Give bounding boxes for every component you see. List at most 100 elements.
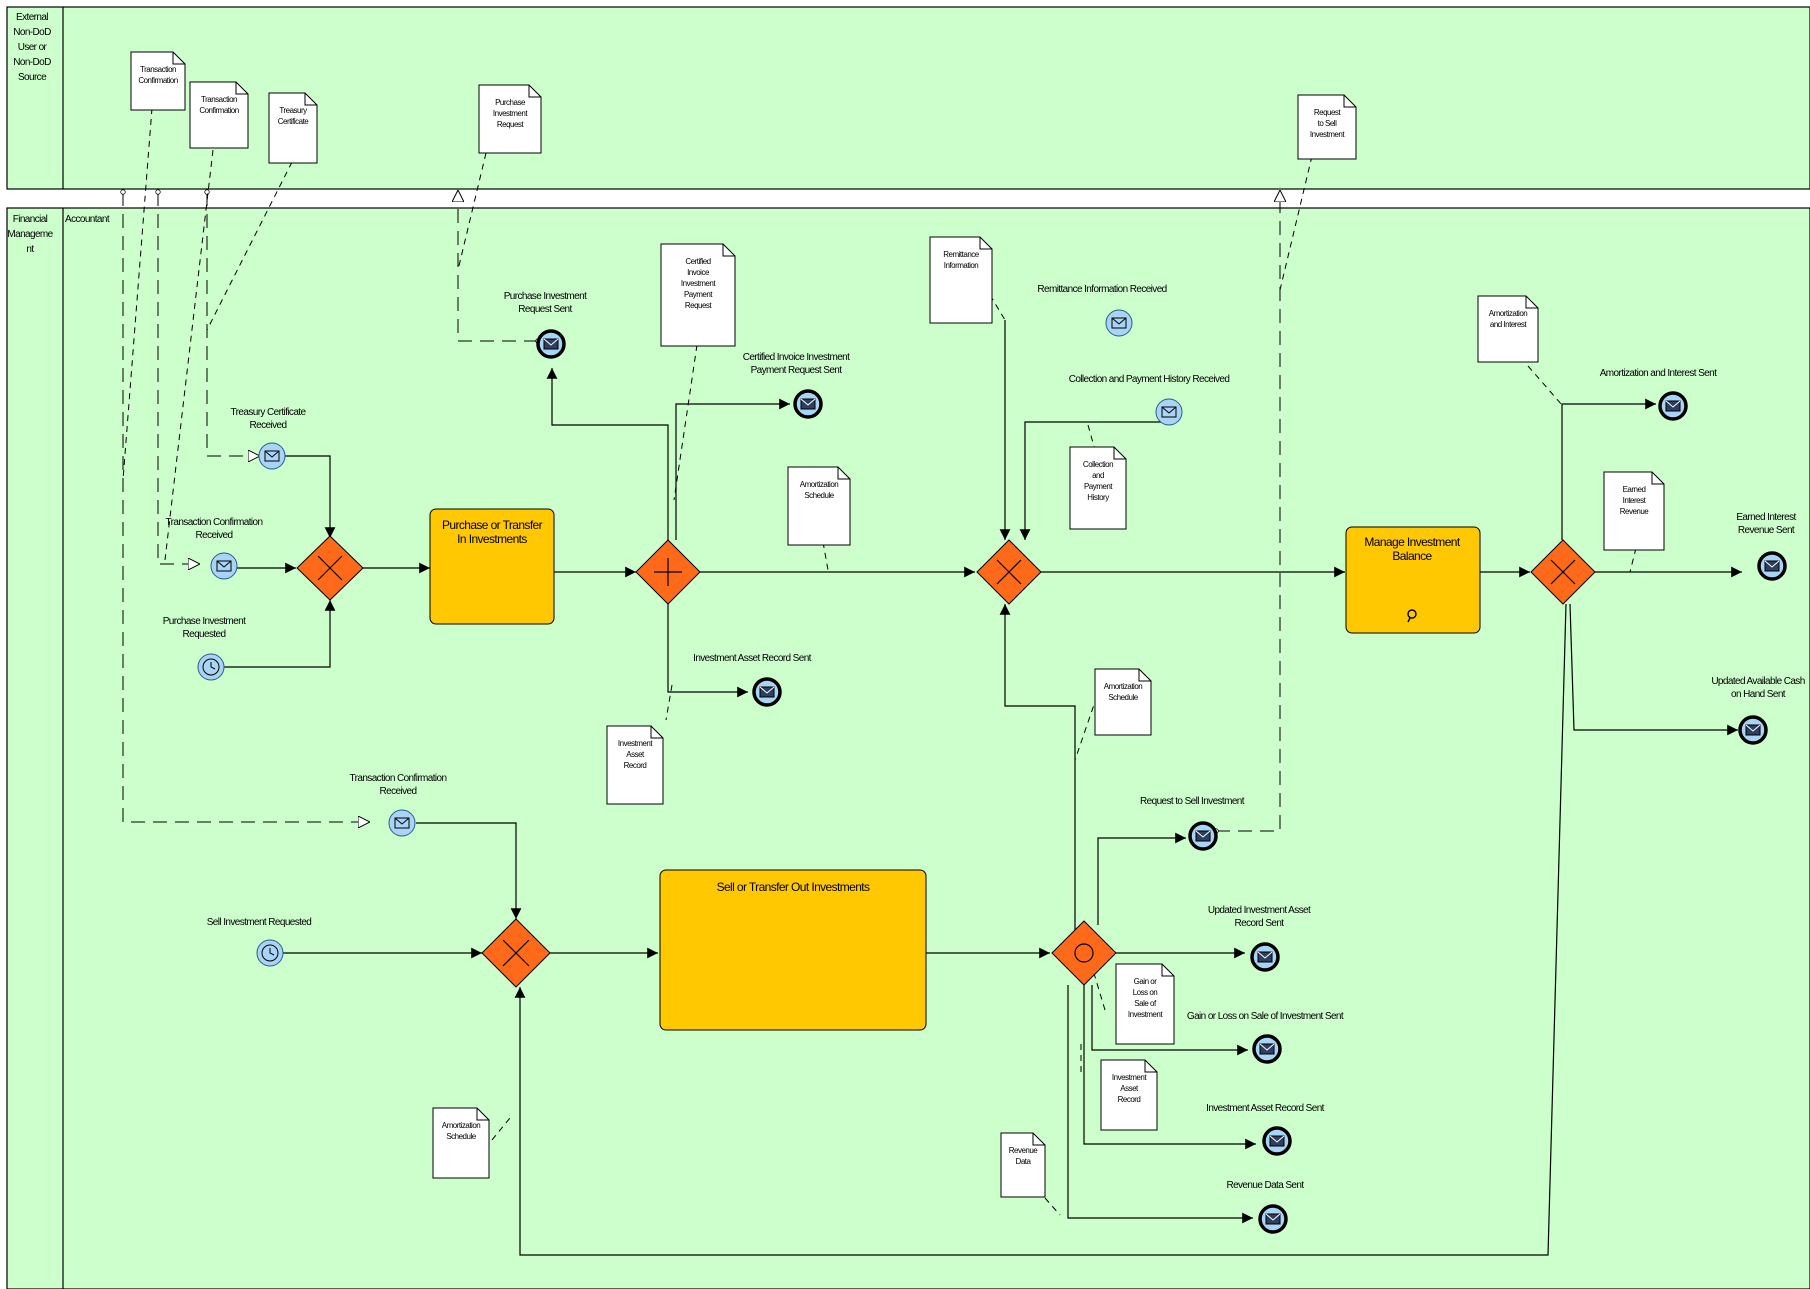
- investment-asset-record-sent-event-1[interactable]: [752, 677, 782, 707]
- event-label-revenue-data-sent: Revenue Data Sent: [1226, 1180, 1304, 1191]
- certified-invoice-payment-request-sent-event[interactable]: [793, 389, 823, 419]
- envelope-icon: [800, 398, 816, 410]
- envelope-icon: [1269, 1135, 1285, 1147]
- envelope-icon: [1665, 400, 1681, 412]
- accountant-lane-label: Accountant: [65, 214, 110, 225]
- envelope-icon: [1764, 560, 1780, 572]
- envelope-icon: [759, 686, 775, 698]
- subprocess-loop-icon: [1407, 609, 1417, 623]
- event-label-collection-and-payment-history-received: Collection and Payment History Received: [1069, 374, 1230, 385]
- updated-available-cash-sent-event[interactable]: [1738, 715, 1768, 745]
- exclusive-gateway-3[interactable]: [1530, 539, 1596, 605]
- earned-interest-revenue-sent-event[interactable]: [1757, 551, 1787, 581]
- exclusive-gateway-1[interactable]: [296, 535, 364, 601]
- event-label-remittance-information-received: Remittance Information Received: [1037, 284, 1166, 295]
- exclusive-gateway-4[interactable]: [481, 918, 551, 988]
- envelope-icon: [1259, 1043, 1275, 1055]
- message-flows: [123, 190, 1280, 831]
- inclusive-gateway[interactable]: [1051, 920, 1117, 986]
- envelope-icon: [1195, 830, 1211, 842]
- transaction-confirmation-received-event-2[interactable]: [388, 809, 416, 837]
- sequence-flows: [224, 320, 1742, 1256]
- event-label-request-to-sell-investment: Request to Sell Investment: [1140, 796, 1245, 807]
- purchase-investment-requested-event[interactable]: [197, 653, 225, 681]
- envelope-icon: [1265, 1213, 1281, 1225]
- parallel-gateway[interactable]: [635, 539, 701, 605]
- event-label-sell-investment-requested: Sell Investment Requested: [207, 917, 312, 928]
- exclusive-gateway-2[interactable]: [976, 539, 1042, 605]
- amortization-and-interest-sent-event[interactable]: [1658, 391, 1688, 421]
- gain-or-loss-sent-event[interactable]: [1252, 1034, 1282, 1064]
- event-label-investment-asset-record-sent-2: Investment Asset Record Sent: [1206, 1103, 1325, 1114]
- task-sell-label: Sell or Transfer Out Investments: [717, 880, 871, 894]
- envelope-icon: [1257, 951, 1273, 963]
- envelope-icon: [1745, 724, 1761, 736]
- sell-investment-requested-event[interactable]: [256, 939, 284, 967]
- request-to-sell-investment-event[interactable]: [1188, 821, 1218, 851]
- event-label-gain-or-loss-sent: Gain or Loss on Sale of Investment Sent: [1187, 1011, 1344, 1022]
- updated-investment-asset-record-sent-event[interactable]: [1250, 942, 1280, 972]
- treasury-certificate-received-event[interactable]: [258, 442, 286, 470]
- task-sell-or-transfer-out[interactable]: Sell or Transfer Out Investments: [659, 869, 927, 1031]
- events-layer: [197, 309, 1787, 1234]
- financial-pool: [6, 207, 1810, 1289]
- remittance-information-received-event[interactable]: [1105, 309, 1133, 337]
- investment-asset-record-sent-event-2[interactable]: [1262, 1126, 1292, 1156]
- revenue-data-sent-event[interactable]: [1258, 1204, 1288, 1234]
- purchase-investment-request-sent-event[interactable]: [536, 329, 566, 359]
- transaction-confirmation-received-event-1[interactable]: [210, 552, 238, 580]
- collection-and-payment-history-received-event[interactable]: [1155, 398, 1183, 426]
- event-label-amortization-and-interest-sent: Amortization and Interest Sent: [1600, 368, 1717, 379]
- associations: [122, 107, 1637, 1216]
